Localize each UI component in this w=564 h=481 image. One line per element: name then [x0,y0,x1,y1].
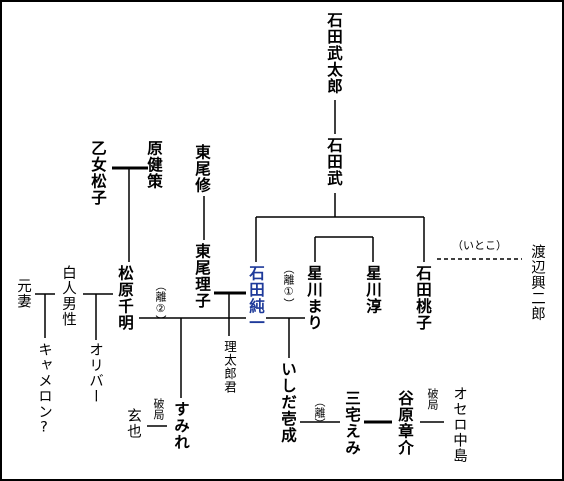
person-ishida-ichinari: いしだ壱成 [279,361,297,444]
note-divorce-1: （離①） [282,263,295,309]
person-hakujin-dansei: 白人男性 [60,265,76,327]
person-miyake-emi: 三宅えみ [343,390,361,456]
person-osero-nakajima: オセロ中島 [451,386,467,464]
person-motozuma: 元妻 [15,278,31,309]
person-higashio-osamu: 東尾修 [193,144,211,194]
person-tanihara-shosuke: 谷原章介 [396,390,414,456]
note-divorce-3: （離） [313,396,326,429]
person-ishida-momoko: 石田桃子 [414,265,432,331]
note-hakyoku-sumire: 破局 [152,398,165,420]
person-otome-matsuko: 乙女松子 [89,140,107,206]
person-kyameron: キャメロン? [36,342,52,437]
note-hakyoku-tanihara: 破局 [426,388,439,410]
person-watanabe-koujiro: 渡辺興二郎 [529,244,545,322]
person-ritarou: 理太郎君 [222,340,237,394]
person-higashio-riko: 東尾理子 [193,243,211,309]
note-divorce-2: （離②） [154,280,167,326]
person-matsubara-chiaki: 松原千明 [116,265,134,331]
person-hoshikawa-mari: 星川まり [305,265,323,331]
note-itoko: （いとこ） [452,239,507,252]
person-hoshikawa-jun: 星川淳 [364,265,382,315]
person-ishida-junichi: 石田純一 [247,265,265,331]
person-ishida-takeshi: 石田武 [325,137,343,187]
person-hara-kensaku: 原健策 [145,140,163,190]
person-genya: 玄也 [125,408,141,439]
person-sumire: すみれ [172,401,190,451]
person-olivia: オリバー [87,342,103,404]
person-ishida-takeshi-taro: 石田武太郎 [325,12,343,95]
